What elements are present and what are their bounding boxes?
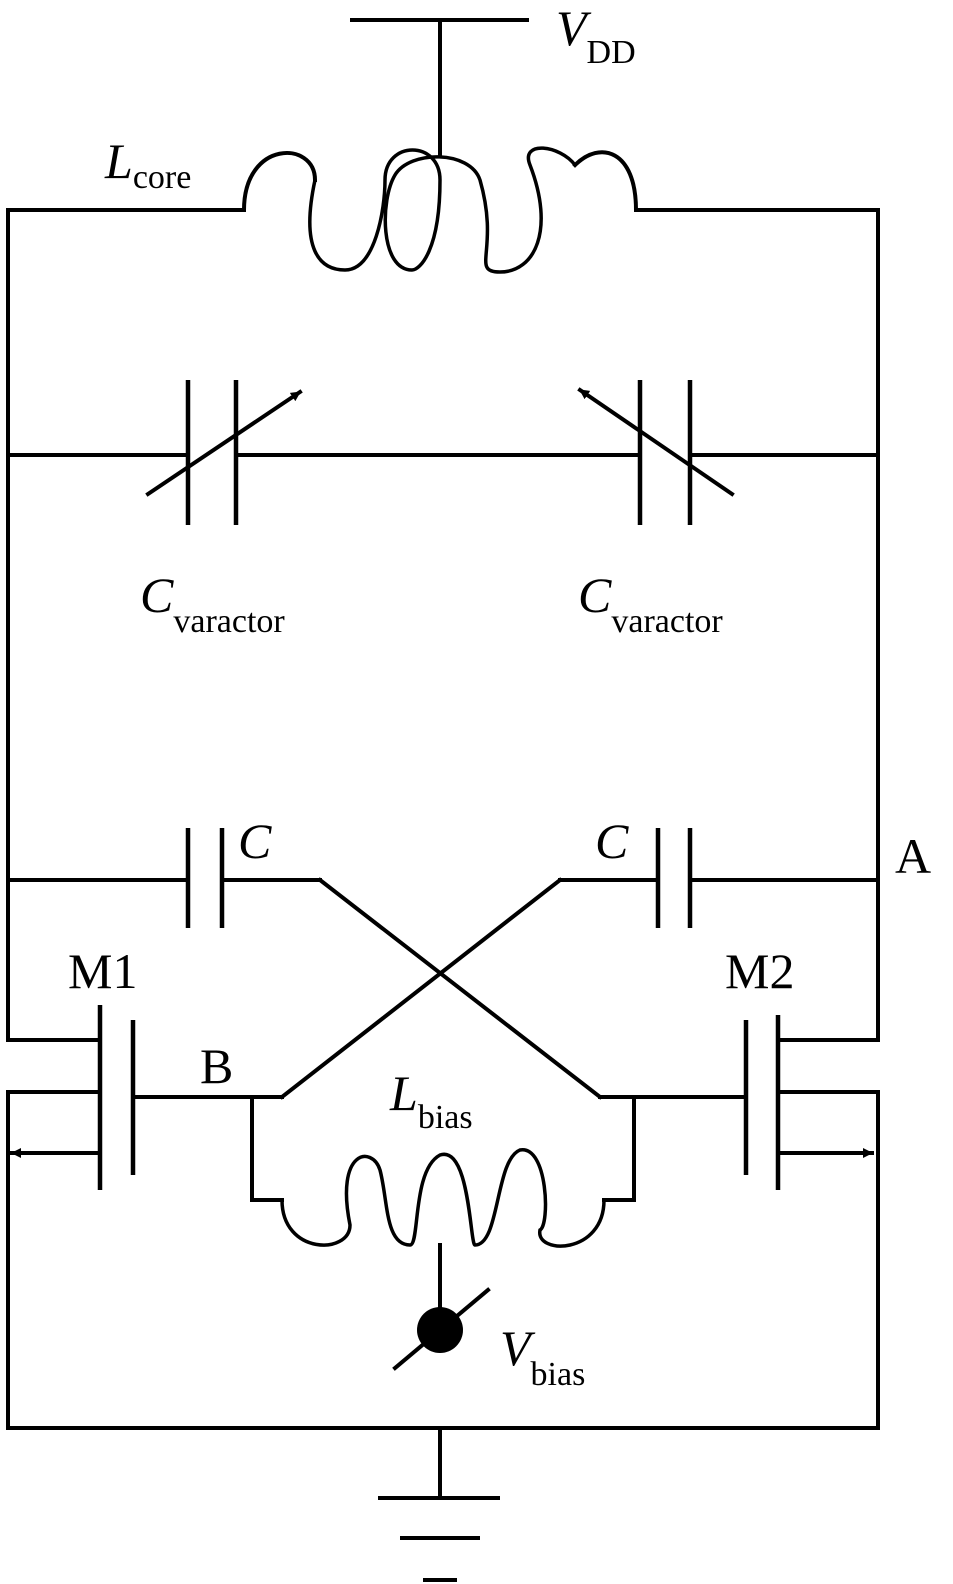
cross-coupling-wires (279, 877, 603, 1100)
m2-label: M2 (725, 943, 794, 999)
node-a-label: A (895, 828, 931, 884)
l-bias-label: Lbias (389, 1065, 473, 1136)
varactor-left (6, 380, 303, 525)
vdd-supply (350, 18, 529, 157)
m1-label: M1 (68, 943, 137, 999)
varactor-right (577, 380, 880, 525)
transistor-m2 (598, 1015, 874, 1190)
coupling-capacitor-left (6, 828, 322, 928)
ground-symbol (378, 1426, 500, 1582)
vdd-label: VDD (556, 0, 636, 71)
c-left-label: C (238, 813, 272, 869)
transistor-m1 (10, 1005, 284, 1190)
node-b-label: B (200, 1038, 233, 1094)
source-loop-wire (6, 1090, 880, 1430)
v-bias-label: Vbias (500, 1320, 585, 1393)
bias-inductor (250, 1095, 636, 1248)
left-rail (6, 208, 102, 1042)
bias-source (392, 1243, 491, 1371)
coupling-capacitor-right (558, 828, 880, 928)
c-right-label: C (595, 813, 629, 869)
l-core-label: Lcore (104, 133, 191, 196)
c-varactor-left-label: Cvaractor (140, 567, 285, 640)
c-varactor-right-label: Cvaractor (578, 567, 723, 640)
right-rail (776, 208, 880, 1042)
core-inductor (6, 146, 880, 274)
